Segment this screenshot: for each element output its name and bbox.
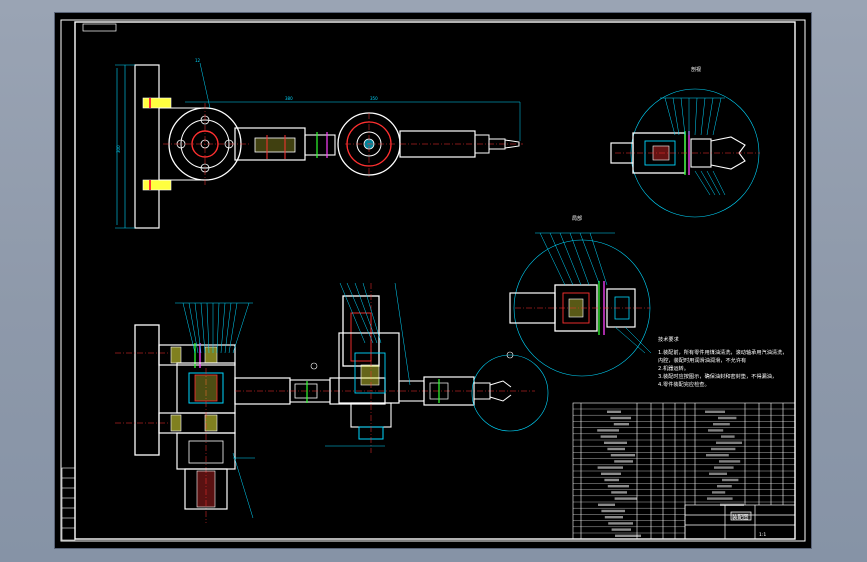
- parts-cell-mark: [604, 516, 623, 519]
- notes-line-2: 内腔，装配时用润滑油润滑，不允许有: [658, 356, 746, 364]
- notes-line-4: 3.装配时应按图示，确保油封和密封垫，不得漏油，: [658, 372, 777, 380]
- cad-drawing: 380 350 12 300: [60, 19, 806, 542]
- parts-cell-mark: [610, 454, 635, 457]
- outer-frame: [60, 19, 806, 542]
- parts-cell-mark: [707, 497, 733, 500]
- parts-cell-mark: [608, 522, 633, 525]
- notes-title: 技术要求: [658, 335, 680, 343]
- notes-line-1: 1.装配前，所有零件用煤油清洗，滚动轴承用汽油清洗，: [658, 348, 787, 356]
- parts-cell-mark: [601, 472, 621, 475]
- detail-a-label: 剖视: [691, 66, 701, 73]
- parts-cell-mark: [598, 503, 615, 506]
- parts-cell-mark: [706, 454, 729, 457]
- title-block: [684, 504, 796, 540]
- svg-text:300: 300: [116, 145, 121, 153]
- parts-cell-mark: [604, 478, 619, 482]
- technical-notes: 技术要求 1.装配前，所有零件用煤油清洗，滚动轴承用汽油清洗， 内腔，装配时用润…: [658, 335, 787, 388]
- parts-cell-mark: [610, 416, 631, 420]
- parts-cell-mark: [614, 460, 633, 463]
- parts-cell-mark: [711, 447, 736, 451]
- svg-text:380: 380: [285, 96, 293, 101]
- detail-view-a: 剖视: [610, 66, 760, 218]
- parts-cell-mark: [611, 528, 631, 531]
- parts-cell-mark: [604, 441, 627, 444]
- parts-cell-mark: [718, 416, 737, 420]
- parts-cell-mark: [597, 429, 619, 432]
- parts-cell-mark: [607, 410, 621, 413]
- parts-cell-mark: [722, 478, 739, 482]
- parts-list-rows: [573, 408, 795, 534]
- parts-list-cells: [597, 410, 744, 537]
- section-view: [115, 282, 549, 523]
- parts-cell-mark: [721, 435, 735, 438]
- parts-cell-mark: [607, 485, 629, 488]
- top-view: 380 350 12 300: [115, 58, 523, 229]
- inner-frame: [74, 21, 796, 540]
- parts-cell-mark: [601, 509, 625, 513]
- detail-b-label: 局部: [572, 215, 582, 222]
- parts-cell-mark: [714, 466, 734, 469]
- parts-cell-mark: [708, 429, 724, 432]
- parts-cell-mark: [717, 485, 732, 488]
- title-block-scale: 1:1: [759, 532, 766, 538]
- title-block-name: 装配图: [732, 513, 749, 521]
- drawing-canvas: 380 350 12 300: [55, 13, 811, 548]
- parts-cell-mark: [719, 460, 741, 463]
- left-revision-strip: [61, 467, 76, 541]
- parts-cell-mark: [705, 410, 725, 413]
- parts-cell-mark: [607, 447, 625, 451]
- parts-cell-mark: [615, 534, 641, 537]
- detail-view-b: 局部: [509, 215, 652, 377]
- parts-cell-mark: [611, 491, 627, 494]
- svg-text:350: 350: [370, 96, 378, 101]
- parts-cell-mark: [614, 497, 637, 500]
- parts-cell-mark: [613, 423, 629, 426]
- parts-cell-mark: [713, 423, 730, 426]
- notes-line-5: 4.零件装配完应检查。: [658, 380, 710, 388]
- top-tag-box: [82, 23, 117, 32]
- parts-cell-mark: [716, 441, 742, 444]
- parts-cell-mark: [712, 491, 726, 494]
- parts-cell-mark: [709, 472, 727, 475]
- parts-cell-mark: [600, 435, 617, 438]
- notes-line-3: 2.机器运转。: [658, 364, 689, 372]
- svg-text:12: 12: [195, 58, 201, 63]
- parts-cell-mark: [597, 466, 623, 469]
